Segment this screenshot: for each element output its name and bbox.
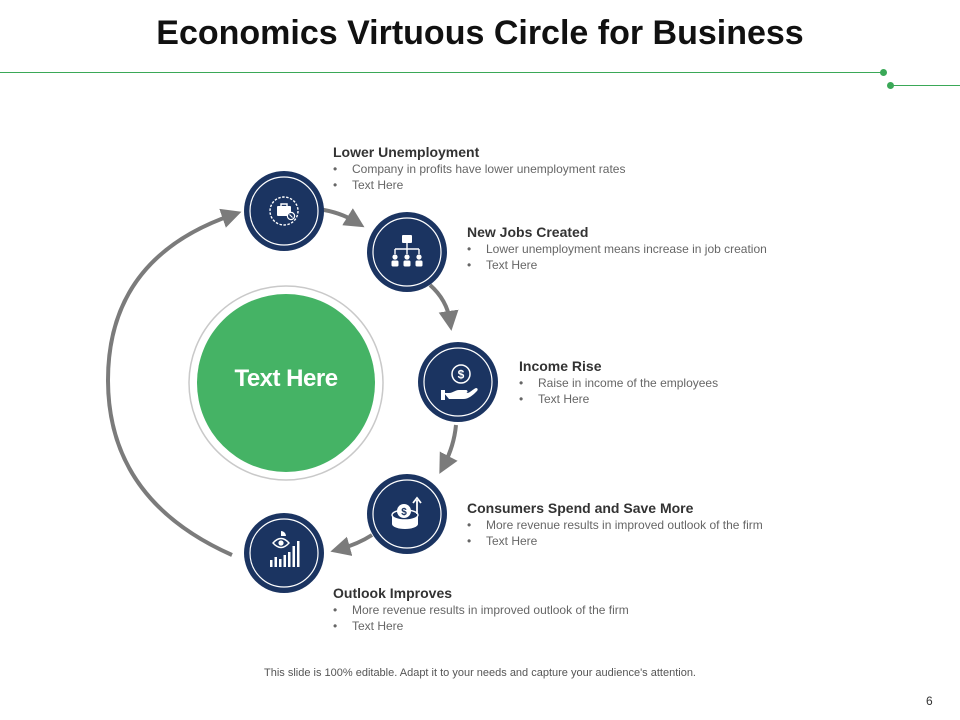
step-bullet: Text Here — [333, 177, 625, 193]
step-bullet: Text Here — [467, 257, 767, 273]
title-divider-line — [0, 72, 883, 73]
step-text-lower-unemployment: Lower Unemployment Company in profits ha… — [333, 144, 625, 193]
center-label: Text Here — [234, 365, 338, 392]
flow-arrow-2-3 — [428, 283, 459, 331]
svg-text:$: $ — [458, 368, 465, 382]
title-divider-line-right — [890, 85, 960, 86]
step-heading: Income Rise — [519, 358, 602, 374]
slide-footer-note: This slide is 100% editable. Adapt it to… — [264, 667, 696, 679]
step-node-outlook-improves — [244, 513, 324, 593]
flow-arrow-return — [105, 208, 242, 557]
eye-chart-icon — [270, 531, 300, 567]
center-circle — [197, 294, 375, 472]
flow-arrow-4-5 — [330, 533, 374, 556]
step-heading: New Jobs Created — [467, 224, 589, 240]
coin-stack-arrow-icon: $ — [391, 496, 422, 529]
step-bullet: More revenue results in improved outlook… — [333, 602, 629, 618]
step-bullet: Text Here — [519, 391, 718, 407]
step-text-new-jobs: New Jobs Created Lower unemployment mean… — [467, 224, 767, 273]
step-bullet: Raise in income of the employees — [519, 375, 718, 391]
step-text-outlook-improves: Outlook Improves More revenue results in… — [333, 585, 629, 634]
step-bullet: Text Here — [333, 618, 629, 634]
step-heading: Outlook Improves — [333, 585, 453, 601]
divider-dot — [880, 69, 887, 76]
step-heading: Lower Unemployment — [333, 144, 480, 160]
slide-title: Economics Virtuous Circle for Business — [156, 14, 804, 52]
step-text-income-rise: Income Rise Raise in income of the emplo… — [519, 358, 718, 407]
flow-arrow-3-4 — [439, 424, 458, 474]
briefcase-badge-icon — [269, 196, 299, 226]
step-bullet: Lower unemployment means increase in job… — [467, 241, 767, 257]
step-heading: Consumers Spend and Save More — [467, 500, 694, 516]
svg-text:$: $ — [401, 507, 407, 518]
step-bullet: Company in profits have lower unemployme… — [333, 161, 625, 177]
page-number: 6 — [926, 694, 933, 708]
org-chart-icon — [391, 235, 423, 267]
step-text-consumers-spend: Consumers Spend and Save More More reven… — [467, 500, 763, 549]
step-bullet: Text Here — [467, 533, 763, 549]
step-bullet: More revenue results in improved outlook… — [467, 517, 763, 533]
hand-dollar-icon: $ — [441, 364, 478, 400]
